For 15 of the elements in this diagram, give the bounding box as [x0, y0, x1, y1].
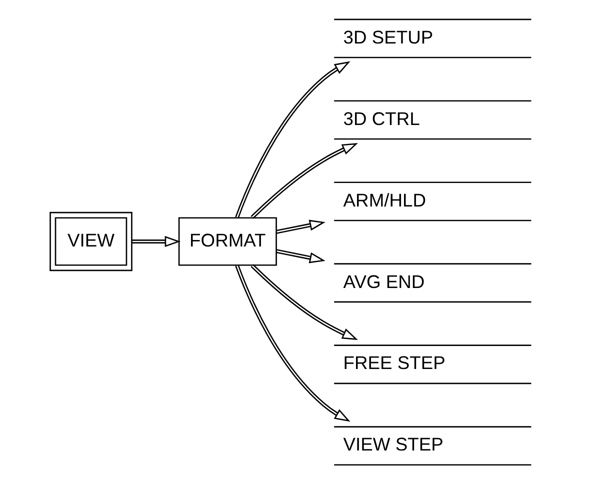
node-text: 3D SETUP	[342, 26, 433, 48]
arrow	[131, 236, 180, 248]
arrow	[276, 220, 325, 234]
arrow	[234, 61, 350, 218]
node-box: FORMAT	[178, 217, 276, 266]
node-text: FREE STEP	[342, 352, 445, 374]
arrow	[250, 143, 358, 219]
node-text: AVG END	[342, 270, 424, 292]
node-text: VIEW STEP	[342, 434, 443, 455]
arrow	[250, 264, 358, 340]
node-text: ARM/HLD	[342, 189, 426, 210]
arrow	[276, 249, 325, 264]
arrow	[234, 264, 350, 422]
node-text: 3D CTRL	[342, 108, 420, 129]
node-box: VIEW	[49, 212, 132, 272]
